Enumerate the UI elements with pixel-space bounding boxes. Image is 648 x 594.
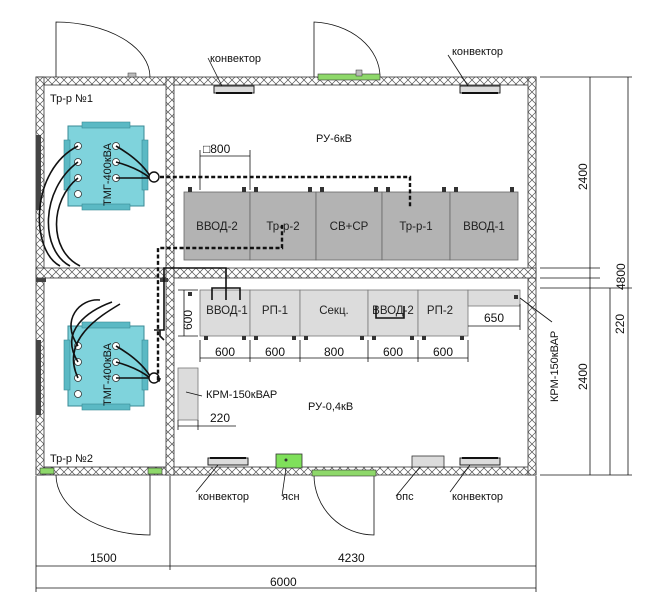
cabinet-6kv-3 (315, 191, 383, 261)
cable-routes (156, 175, 412, 383)
room-label-tr1: Тр-р №1 (50, 93, 93, 105)
vent-left-top (36, 135, 41, 210)
cabinet-6kv-label-1: ВВОД-2 (196, 221, 238, 233)
dim-220-left: 220 (210, 411, 230, 425)
dim-bottom-width-4: 600 (383, 345, 403, 359)
cabinet-6kv-label-3: СВ+СР (330, 221, 369, 233)
krm-label-right: КРМ-150кВАР (549, 331, 561, 402)
convector-label-top-right: конвектор (452, 46, 503, 58)
doors (36, 21, 381, 536)
cabinet-04kv-1 (199, 289, 251, 337)
krm-150-top (467, 289, 521, 307)
dim-4230: 4230 (338, 551, 365, 565)
dimension-lines: □800 600 600 600 800 600 600 650 220 150… (35, 76, 632, 592)
building-walls (35, 76, 537, 476)
transformer-2: ТМГ-400кВА (63, 299, 160, 411)
door-bottom-middle (313, 474, 375, 536)
dim-650: 650 (484, 311, 504, 325)
krm-150-left (177, 367, 199, 421)
misc-equipment: ясн опс (275, 453, 445, 503)
convector-bottom-left (207, 457, 249, 466)
dim-1500: 1500 (90, 551, 117, 565)
convector-top-left (213, 85, 255, 94)
dim-6000: 6000 (270, 575, 297, 589)
dim-4800: 4800 (614, 263, 628, 290)
dim-bottom-width-2: 600 (265, 345, 285, 359)
yasn-label: ясн (282, 491, 300, 503)
cabinet-04kv-label-4: ВВОД-2 (372, 305, 414, 317)
krm-label-left: КРМ-150кВАР (206, 389, 277, 401)
door-top-left (55, 21, 151, 78)
cabinet-6kv-4 (381, 191, 451, 261)
ops-box (411, 455, 445, 468)
dim-bottom-width-5: 600 (433, 345, 453, 359)
wall-middle (35, 267, 537, 279)
cabinet-04kv-label-5: РП-2 (427, 305, 453, 317)
convector-label-top-left: конвектор (210, 53, 261, 65)
cabinet-6kv-label-5: ВВОД-1 (463, 221, 505, 233)
cabinet-6kv-5 (449, 191, 519, 261)
convector-top-right (459, 85, 501, 94)
convector-bottom-right (459, 457, 501, 466)
transformer-2-label: ТМГ-400кВА (102, 342, 114, 406)
transformer-1-label: ТМГ-400кВА (102, 142, 114, 206)
wall-top (35, 76, 537, 86)
transformer-1: ТМГ-400кВА (38, 121, 160, 267)
dim-800-top: □800 (203, 142, 231, 156)
dim-bottom-width-1: 600 (215, 345, 235, 359)
convector-label-bottom-right: конвектор (452, 491, 503, 503)
yasn-box (275, 453, 303, 469)
convector-label-bottom-left: конвектор (198, 491, 249, 503)
dim-600-side: 600 (181, 310, 195, 330)
cabinet-04kv-label-2: РП-1 (262, 305, 288, 317)
cabinet-04kv-5 (417, 289, 469, 337)
door-top-middle (313, 21, 381, 78)
cabinet-04kv-label-3: Секц. (319, 305, 349, 317)
wall-partition (165, 76, 175, 476)
cable-solid (154, 267, 405, 341)
room-label-ru6kv: РУ-6кВ (316, 133, 352, 145)
cabinet-04kv-3 (299, 289, 369, 337)
cabinet-04kv-label-1: ВВОД-1 (206, 305, 248, 317)
cabinet-6kv-label-4: Тр-р-1 (399, 221, 432, 233)
dim-2400-top: 2400 (576, 163, 590, 190)
convectors: конвектор конвектор конвектор конвектор (195, 46, 503, 503)
room-label-tr2: Тр-р №2 (50, 453, 93, 465)
cable-tr2-a (156, 224, 284, 383)
switchgear-6kv: ВВОД-2 Тр-р-2 СВ+СР Тр-р-1 ВВОД-1 (183, 187, 519, 261)
vent-left-bottom (36, 340, 41, 415)
cable-tr1 (160, 175, 412, 208)
door-bottom-left (55, 474, 151, 536)
ops-label: опс (396, 491, 414, 503)
dim-220-right: 220 (613, 314, 627, 334)
room-label-ru04kv: РУ-0,4кВ (308, 401, 353, 413)
dim-2400-bottom: 2400 (576, 363, 590, 390)
dim-bottom-width-3: 800 (324, 345, 344, 359)
